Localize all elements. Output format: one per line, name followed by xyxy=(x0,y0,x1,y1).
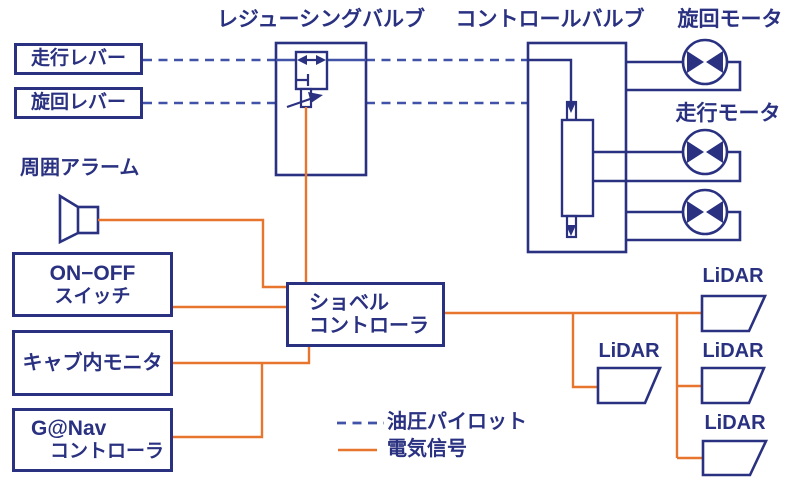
swing-motor-label: 旋回モータ xyxy=(677,8,783,31)
surround-alarm-label: 周囲アラーム xyxy=(20,157,140,179)
reducing-valve-title: レジューシングバルブ xyxy=(216,8,426,31)
lidar-label-bottom-right: LiDAR xyxy=(704,412,766,434)
lidar-icon-bottom-right xyxy=(701,439,769,477)
legend-electric-signal-label: 電気信号 xyxy=(387,438,467,460)
gnav-label-line1: G@Nav xyxy=(31,417,107,440)
hydraulic-pilot-lines xyxy=(143,58,528,105)
onoff-switch-box: ON−OFF スイッチ xyxy=(12,252,173,317)
gnav-controller-box: G@Nav コントローラ xyxy=(12,408,173,472)
travel-lever-box: 走行レバー xyxy=(14,43,143,75)
lidar-icon-mid-right xyxy=(700,366,766,405)
control-valve-title: コントロールバルブ xyxy=(455,8,645,31)
solenoid-arrow-icon xyxy=(308,92,323,103)
gnav-label-line2: コントローラ xyxy=(50,441,165,463)
travel-motor-icon-2 xyxy=(681,188,729,236)
lidar-label-mid-left: LiDAR xyxy=(598,340,660,362)
lidar-label-mid-right: LiDAR xyxy=(702,340,764,362)
control-valve-symbol xyxy=(526,41,628,254)
cab-monitor-label: キャブ内モニタ xyxy=(22,351,163,374)
onoff-switch-label-line2: スイッチ xyxy=(54,285,131,307)
double-arrow-icon xyxy=(297,55,307,65)
cab-monitor-box: キャブ内モニタ xyxy=(12,330,173,396)
lidar-label-top-right: LiDAR xyxy=(702,265,764,287)
swing-lever-label: 旋回レバー xyxy=(30,92,126,114)
shovel-controller-box: ショベル コントローラ xyxy=(286,282,445,347)
shovel-controller-label-line2: コントローラ xyxy=(309,314,429,337)
alarm-speaker-icon xyxy=(58,193,100,245)
travel-motor-icon-1 xyxy=(681,128,729,176)
legend-hydraulic-pilot-label: 油圧パイロット xyxy=(387,411,527,433)
swing-motor-icon xyxy=(681,38,729,86)
travel-motor-label: 走行モータ xyxy=(675,102,781,125)
lidar-icons xyxy=(596,294,769,477)
lidar-icon-top-right xyxy=(700,294,768,333)
lidar-icon-mid-left xyxy=(596,366,662,405)
shovel-controller-label-line1: ショベル xyxy=(309,291,389,314)
motor-lines xyxy=(593,60,742,242)
electric-signal-wires xyxy=(98,107,703,460)
onoff-switch-label-line1: ON−OFF xyxy=(49,261,136,285)
swing-lever-box: 旋回レバー xyxy=(14,87,143,119)
travel-lever-label: 走行レバー xyxy=(30,48,126,70)
reducing-valve-symbol xyxy=(274,41,368,177)
